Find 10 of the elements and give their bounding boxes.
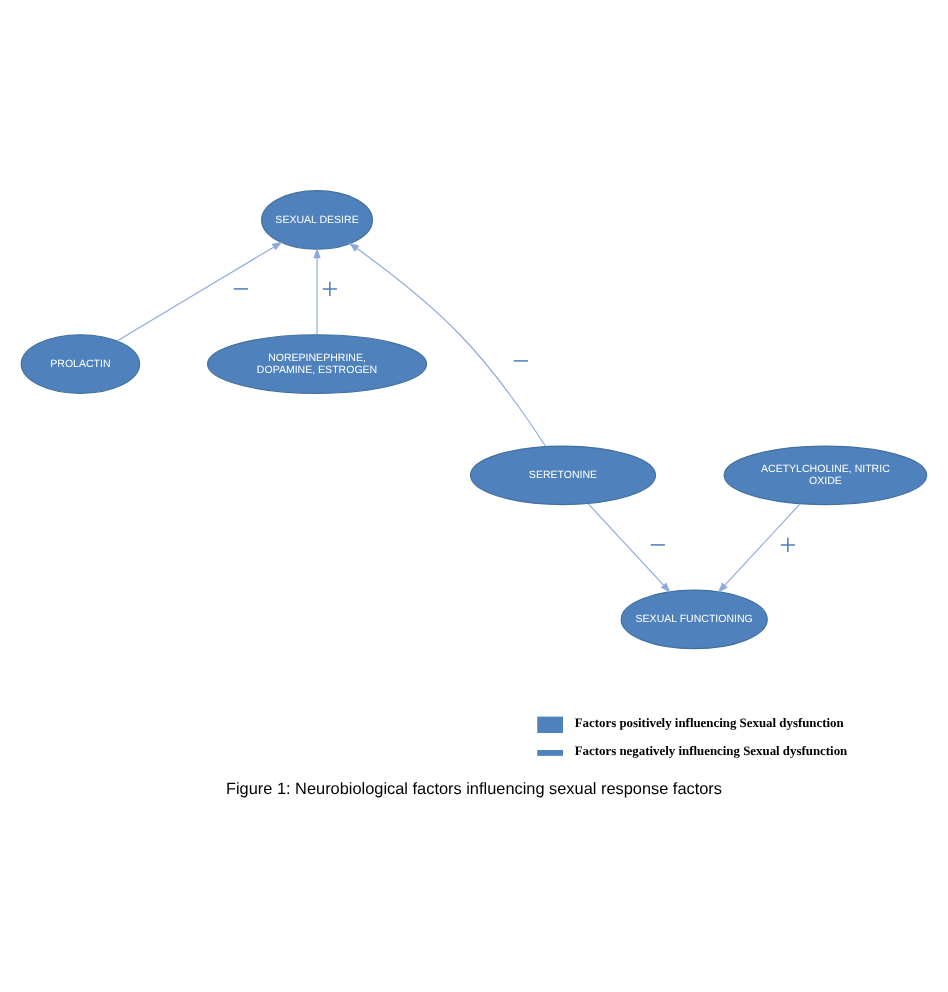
- edge-label: −: [512, 344, 530, 379]
- arrow: [313, 246, 321, 335]
- arrow: [587, 502, 671, 592]
- arrow: [348, 241, 547, 446]
- edge-label: −: [232, 272, 250, 307]
- edge-label: −: [649, 527, 667, 562]
- arrow: [116, 240, 283, 341]
- arrow: [717, 502, 801, 592]
- edge-label: +: [779, 527, 797, 562]
- edge-label: +: [321, 272, 339, 307]
